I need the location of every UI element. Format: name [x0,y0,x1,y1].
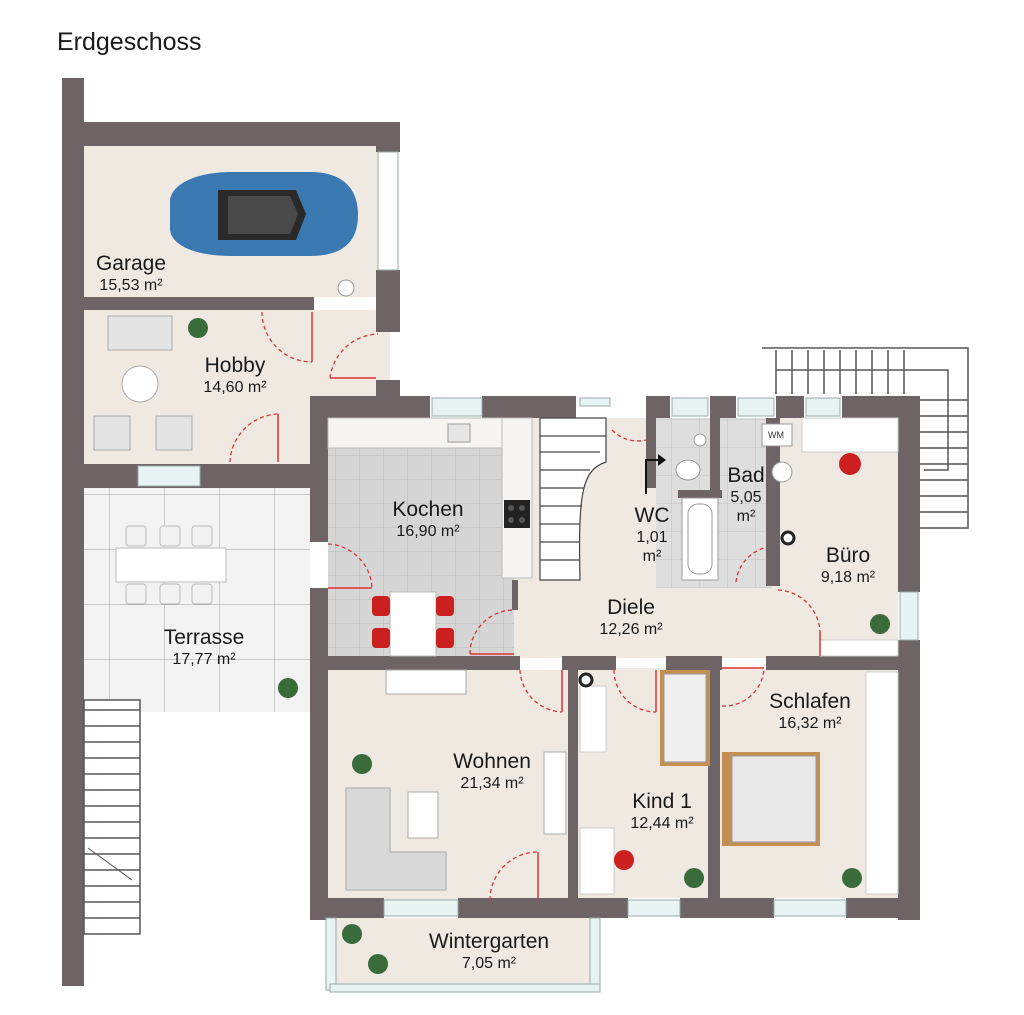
room-wintergarten: Wintergarten 7,05 m² [404,930,574,973]
windows [137,151,919,993]
room-diele: Diele 12,26 m² [576,596,686,639]
room-bad: Bad 5,05 m² [718,464,774,526]
kitchen-table [372,591,454,657]
room-area: 21,34 m² [460,775,524,792]
room-garage: Garage 15,53 m² [76,252,186,295]
walls [62,78,920,986]
room-area: 16,90 m² [396,523,460,540]
washing-machine-label: WM [768,430,784,440]
room-area-unit: m² [642,548,662,565]
room-area: 5,05 [730,489,762,506]
interior-stair [539,417,607,581]
room-name: Terrasse [163,626,245,649]
room-area: 16,32 m² [778,715,842,732]
kitchen-counters [327,417,533,579]
room-name: Wohnen [453,750,531,773]
room-terrasse: Terrasse 17,77 m² [146,626,262,669]
room-area: 12,26 m² [599,621,663,638]
door-swings [229,311,821,901]
car [170,172,358,256]
room-buero: Büro 9,18 m² [800,544,896,587]
living-furniture [345,669,567,891]
hobby-furniture [93,315,193,451]
exterior-stairs [83,699,141,935]
room-name: WC [634,504,670,527]
room-name: Bad [727,464,765,487]
markers [337,279,796,688]
plants [188,318,890,974]
room-area-unit: m² [736,508,756,525]
room-area: 15,53 m² [99,277,163,294]
room-hobby: Hobby 14,60 m² [180,354,290,397]
room-name: Büro [825,544,871,567]
bedroom-furniture [579,417,899,895]
room-name: Schlafen [769,690,851,713]
room-name: Wintergarten [428,930,550,953]
exterior-stairs-right [762,347,969,529]
room-name: Kochen [392,498,464,521]
door-leaves [277,312,821,898]
plan-title: Erdgeschoss [57,28,202,56]
room-area: 17,77 m² [172,651,236,668]
room-area: 1,01 [636,529,668,546]
room-schlafen: Schlafen 16,32 m² [752,690,868,733]
room-wc: WC 1,01 m² [622,504,682,566]
wintergarden-floor [330,918,600,986]
room-area: 12,44 m² [630,815,694,832]
room-area: 14,60 m² [203,379,267,396]
room-wohnen: Wohnen 21,34 m² [436,750,548,793]
room-name: Garage [95,252,167,275]
room-name: Kind 1 [632,790,692,813]
room-name: Diele [607,596,655,619]
room-name: Hobby [204,354,266,377]
bath-fixtures [675,423,793,581]
terrace-table [115,525,227,605]
room-kochen: Kochen 16,90 m² [372,498,484,541]
room-area: 7,05 m² [461,955,517,972]
room-kind1: Kind 1 12,44 m² [606,790,718,833]
room-area: 9,18 m² [820,569,876,586]
